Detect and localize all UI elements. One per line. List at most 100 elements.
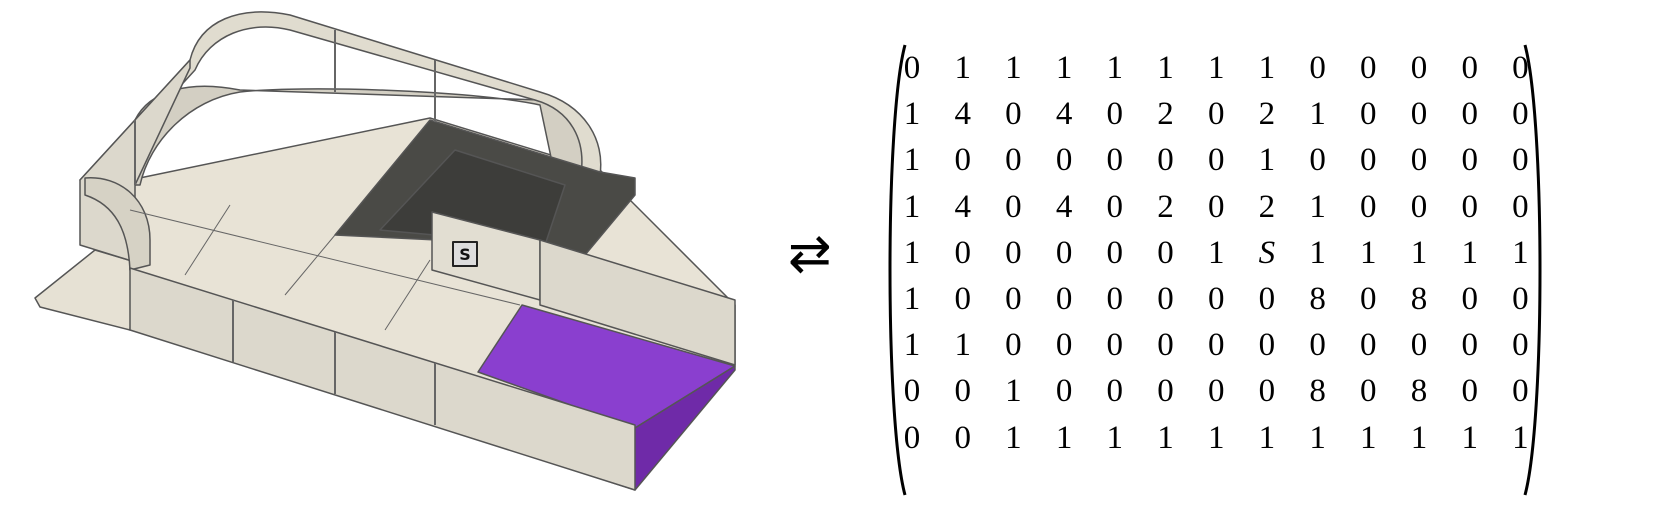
matrix-cell: 0 [1005,96,1022,133]
matrix-cell: 0 [903,373,921,410]
matrix-cell: 1 [1106,419,1124,456]
matrix-cell: 0 [1005,142,1022,179]
matrix-cell: 0 [1512,96,1529,133]
matrix-cell: 1 [1360,234,1377,271]
matrix-cell: 1 [1258,142,1276,179]
matrix-cell: 0 [954,234,971,271]
matrix-cell: 1 [1207,50,1225,86]
matrix-cell: 1 [1360,419,1377,456]
matrix-cell: 0 [1207,96,1225,133]
matrix-cell: 0 [1005,327,1022,364]
matrix-cell: 1 [1461,234,1478,271]
matrix-cell: 0 [1512,281,1529,317]
matrix-cell: 0 [954,419,971,456]
matrix-cell: 0 [1055,142,1073,179]
matrix-cell: 1 [1309,234,1326,271]
matrix-cell: 0 [1360,327,1377,364]
matrix-cell: 8 [1410,281,1428,317]
bidirectional-arrows-icon: ⇄ [788,224,832,284]
matrix-cell: 0 [1207,373,1225,410]
matrix-cell: 1 [903,142,921,179]
matrix-cell: 1 [1512,234,1529,271]
right-parenthesis [1523,44,1542,496]
matrix-cell: 0 [1005,234,1022,271]
matrix-cell: 1 [1258,50,1276,86]
matrix-cell: 0 [1360,50,1377,86]
matrix-cell: 0 [1410,327,1428,364]
matrix-cell: 0 [954,281,971,317]
matrix-cell: 2 [1258,188,1276,225]
start-label: S [459,245,471,264]
matrix-cell: 1 [903,234,921,271]
left-parenthesis [888,44,907,496]
matrix-cell: 0 [1309,142,1326,179]
matrix-cell: 0 [1005,281,1022,317]
matrix-cell: 0 [1055,281,1073,317]
matrix-cell: 8 [1309,373,1326,410]
matrix-cell: 0 [1410,142,1428,179]
matrix-cell: 0 [1360,188,1377,225]
matrix-cell: 4 [1055,188,1073,225]
matrix-cell: 0 [1512,188,1529,225]
matrix-cell: 0 [1309,327,1326,364]
matrix-cell: 0 [1106,234,1124,271]
matrix-cell: 0 [1512,142,1529,179]
matrix-cell: 4 [954,188,971,225]
matrix-cell: 1 [903,188,921,225]
inner-curve-wall [84,177,151,271]
matrix-cell: 1 [954,327,971,364]
matrix-cell: 0 [1207,142,1225,179]
matrix-cell: 0 [1207,327,1225,364]
matrix-cell: 8 [1309,281,1326,317]
matrix-cell: 1 [1512,419,1529,456]
matrix-cell: 0 [1207,281,1225,317]
matrix-cell: 0 [1055,373,1073,410]
matrix-cell: 0 [1106,142,1124,179]
matrix-cell: 0 [1410,96,1428,133]
matrix-cell: 1 [1106,50,1124,86]
matrix-cell: 1 [1309,419,1326,456]
matrix-cell: 0 [1360,96,1377,133]
matrix-cell: 0 [1309,50,1326,86]
matrix-cell: 1 [903,96,921,133]
matrix-cell: 0 [1106,188,1124,225]
matrix-cell: 0 [1258,373,1276,410]
matrix-cell: 0 [1106,96,1124,133]
matrix-cell: 0 [1461,281,1478,317]
matrix-cell: 2 [1157,96,1174,133]
matrix-cell: S [1258,234,1276,271]
matrix-cell: 1 [1055,50,1073,86]
matrix-cell: 4 [954,96,971,133]
matrix-cell: 0 [1410,50,1428,86]
matrix-cell: 0 [1461,373,1478,410]
matrix-cell: 1 [1258,419,1276,456]
matrix-cell: 0 [1461,188,1478,225]
matrix-cell: 0 [1512,373,1529,410]
matrix-cell: 0 [1512,50,1529,86]
matrix-cell: 0 [1207,188,1225,225]
matrix-cell: 0 [903,419,921,456]
matrix-cell: 0 [1157,142,1174,179]
base-plate [34,249,136,331]
matrix-cell: 0 [1157,281,1174,317]
matrix-cell: 1 [1005,419,1022,456]
matrix-cell: 0 [1055,234,1073,271]
matrix-cell: 1 [1410,234,1428,271]
matrix-cell: 0 [1157,234,1174,271]
matrix-cell: 0 [1106,327,1124,364]
matrix-cell: 1 [1207,234,1225,271]
matrix-cell: 0 [1360,281,1377,317]
matrix-cell: 0 [1005,188,1022,225]
matrix-cell: 0 [1461,96,1478,133]
matrix-cell: 1 [903,281,921,317]
matrix-cell: 1 [1207,419,1225,456]
matrix-cell: 1 [1309,96,1326,133]
start-marker [452,241,478,267]
matrix-cell: 0 [1410,188,1428,225]
matrix-cell: 0 [1106,281,1124,317]
matrix-cell: 1 [1055,419,1073,456]
matrix-cell: 1 [1309,188,1326,225]
matrix-cell: 4 [1055,96,1073,133]
matrix-cell: 1 [1005,373,1022,410]
